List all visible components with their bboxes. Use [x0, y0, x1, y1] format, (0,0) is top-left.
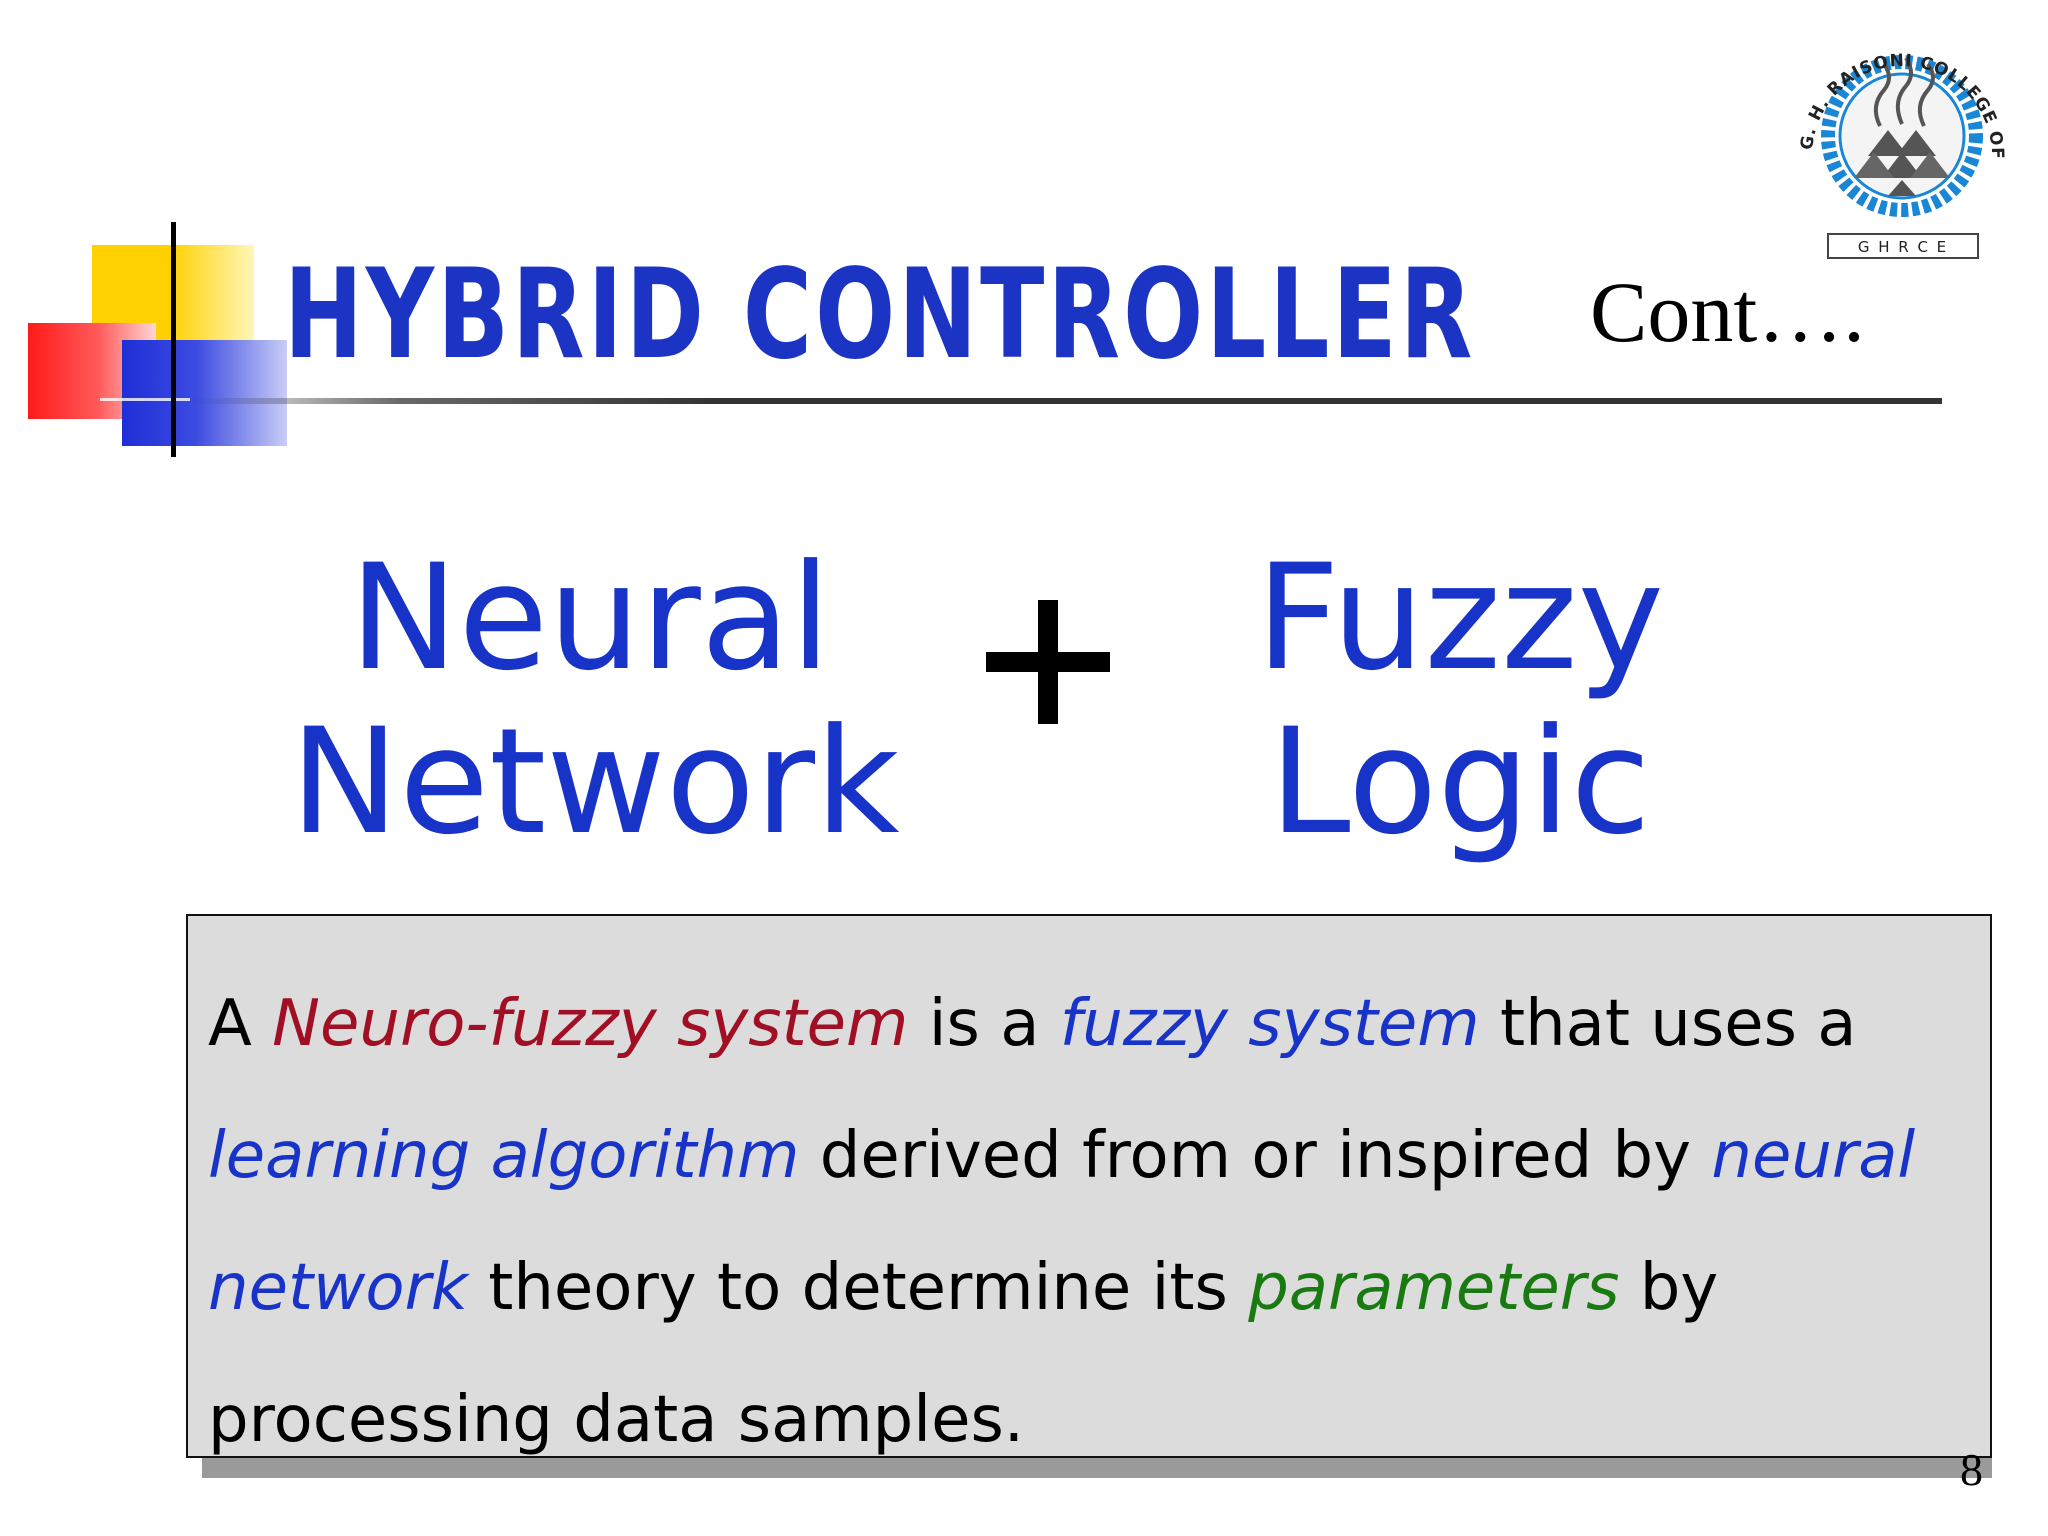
definition-segment: parameters	[1248, 1251, 1620, 1325]
definition-segment: derived from or inspired by	[799, 1119, 1712, 1193]
decorative-blocks	[0, 0, 320, 480]
plus-icon	[986, 600, 1110, 724]
fuzzy-logic-term: Fuzzy Logic	[1240, 536, 1680, 864]
definition-segment: that uses a	[1479, 987, 1857, 1061]
college-logo: G. H. RAISONI COLLEGE OF ENGINEERING G H…	[1762, 0, 2040, 272]
definition-segment: fuzzy system	[1059, 987, 1480, 1061]
term-right-line-2: Logic	[1269, 697, 1651, 867]
definition-segment: learning algorithm	[208, 1119, 800, 1193]
definition-segment: A	[208, 987, 273, 1061]
definition-line-1: A Neuro-fuzzy system is a fuzzy system t…	[208, 958, 1968, 1090]
page-number: 8	[1960, 1444, 1983, 1495]
definition-segment: is a	[908, 987, 1060, 1061]
definition-line-3: network theory to determine its paramete…	[208, 1222, 1968, 1354]
definition-segment: by	[1619, 1251, 1719, 1325]
plus-vertical-bar	[1038, 600, 1058, 724]
definition-segment: processing data samples.	[208, 1383, 1025, 1457]
logo-abbreviation: G H R C E	[1858, 238, 1948, 256]
definition-segment: network	[208, 1251, 468, 1325]
term-left-line-1: Neural	[349, 533, 831, 703]
college-emblem-icon: G. H. RAISONI COLLEGE OF ENGINEERING G H…	[1762, 0, 2006, 259]
term-left-line-2: Network	[290, 697, 900, 867]
definition-segment: neural	[1711, 1119, 1916, 1193]
blue-block	[122, 340, 287, 446]
title-underline	[190, 398, 1942, 404]
block-highlight-line	[100, 398, 190, 401]
definition-segment: Neuro-fuzzy system	[272, 987, 909, 1061]
slide-title: HYBRID CONTROLLER	[284, 243, 1476, 387]
definition-line-4: processing data samples.	[208, 1354, 1968, 1486]
definition-text: A Neuro-fuzzy system is a fuzzy system t…	[208, 958, 1968, 1486]
definition-segment: theory to determine its	[467, 1251, 1249, 1325]
definition-box	[186, 914, 1992, 1458]
definition-line-2: learning algorithm derived from or inspi…	[208, 1090, 1968, 1222]
vertical-rule	[171, 222, 176, 457]
continuation-label: Cont….	[1590, 264, 1865, 360]
term-right-line-1: Fuzzy	[1255, 533, 1665, 703]
neural-network-term: Neural Network	[290, 533, 900, 867]
